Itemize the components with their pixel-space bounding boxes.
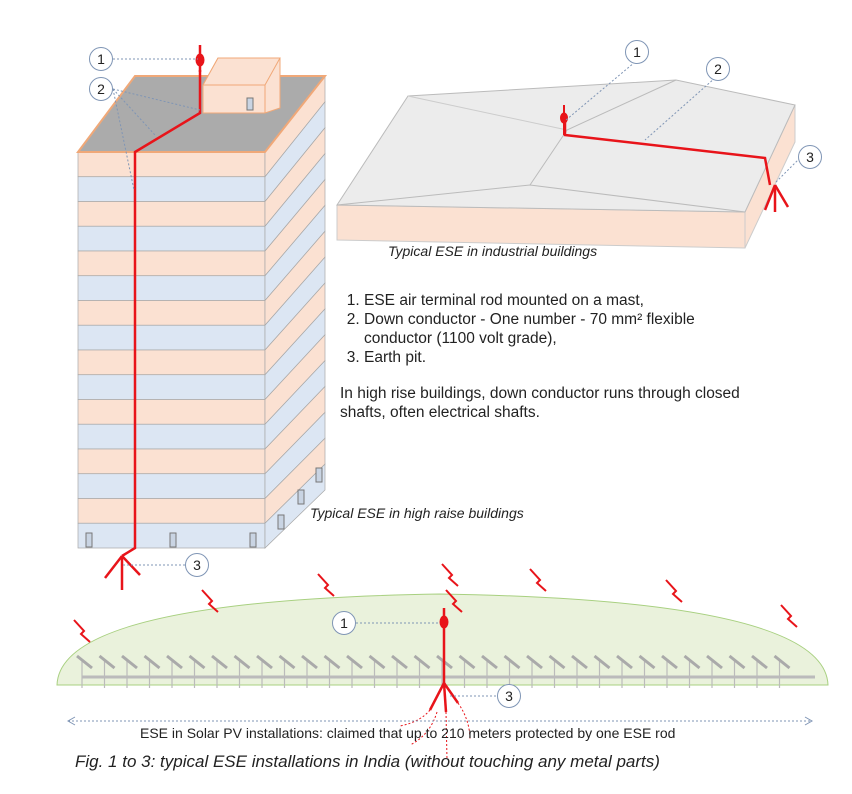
solar-caption: ESE in Solar PV installations: claimed t… bbox=[140, 725, 676, 741]
pv-panel bbox=[706, 654, 723, 670]
pv-panel bbox=[368, 654, 386, 670]
pv-panel bbox=[661, 654, 678, 670]
pv-panel bbox=[526, 654, 543, 670]
pv-panel bbox=[548, 654, 566, 670]
floor-band bbox=[77, 300, 266, 326]
lightning-bolt-icon bbox=[441, 563, 459, 587]
pv-panel bbox=[211, 654, 228, 670]
door bbox=[315, 467, 323, 483]
legend-note: In high rise buildings, down conductor r… bbox=[340, 385, 740, 421]
pv-panel bbox=[278, 654, 296, 670]
ese-rod-solar bbox=[439, 608, 449, 683]
door bbox=[249, 532, 257, 548]
legend-item: ESE air terminal rod mounted on a mast, bbox=[364, 291, 764, 310]
pv-panel bbox=[593, 654, 611, 670]
earth-pit-solar bbox=[428, 682, 460, 713]
leader-lines-highrise bbox=[112, 58, 201, 566]
pv-panel bbox=[76, 654, 93, 670]
earth-pit-highrise bbox=[104, 555, 141, 590]
callout-1-highrise: 1 bbox=[89, 47, 113, 71]
legend-item: Down conductor - One number - 70 mm² fle… bbox=[364, 310, 764, 348]
pv-panel bbox=[458, 654, 476, 670]
pv-panel bbox=[256, 654, 273, 670]
floor-band bbox=[77, 349, 266, 376]
floor-band bbox=[77, 151, 266, 178]
pv-panel bbox=[346, 654, 363, 670]
floor-band bbox=[77, 374, 266, 400]
callout-2-industrial: 2 bbox=[706, 57, 730, 81]
floor-band bbox=[77, 324, 266, 351]
floor-band bbox=[77, 176, 266, 202]
pv-panel bbox=[323, 654, 341, 670]
range-arrow bbox=[66, 716, 814, 726]
earth-dissipation-lines bbox=[399, 702, 471, 761]
pv-panel bbox=[638, 654, 656, 670]
callout-3-industrial: 3 bbox=[798, 145, 822, 169]
floor-band bbox=[77, 201, 266, 227]
highrise-caption: Typical ESE in high raise buildings bbox=[310, 505, 524, 521]
floor-band bbox=[77, 250, 266, 277]
pv-panel bbox=[98, 654, 116, 670]
industrial-building bbox=[336, 79, 796, 249]
pv-panel bbox=[481, 654, 498, 670]
lightning-bolt-icon bbox=[529, 568, 547, 592]
pv-panel bbox=[121, 654, 138, 670]
figure-caption: Fig. 1 to 3: typical ESE installations i… bbox=[75, 752, 660, 771]
industrial-caption: Typical ESE in industrial buildings bbox=[388, 243, 598, 259]
door bbox=[297, 489, 305, 505]
pv-panel bbox=[233, 654, 251, 670]
leader-lines-industrial bbox=[565, 61, 801, 183]
floor-band bbox=[77, 399, 266, 425]
pv-panel bbox=[301, 654, 318, 670]
pv-panel bbox=[751, 654, 768, 670]
legend-item: Earth pit. bbox=[364, 348, 764, 367]
floor-band bbox=[77, 423, 266, 450]
legend: ESE air terminal rod mounted on a mast, … bbox=[340, 291, 764, 422]
lightning-bolt-icon bbox=[665, 579, 683, 603]
pv-panel bbox=[188, 654, 206, 670]
pv-panel bbox=[413, 654, 431, 670]
earth-pit-industrial bbox=[763, 184, 790, 212]
leader-lines-solar bbox=[356, 622, 497, 697]
callout-1-industrial: 1 bbox=[625, 40, 649, 64]
floor-band bbox=[77, 473, 266, 499]
pv-array bbox=[76, 654, 791, 688]
penthouse bbox=[202, 57, 281, 114]
callout-3-highrise: 3 bbox=[185, 553, 209, 577]
lightning-bolt-icon bbox=[73, 619, 91, 643]
floor-band bbox=[77, 448, 266, 475]
lightning-bolt-icon bbox=[445, 589, 463, 613]
ese-rod-industrial bbox=[560, 105, 568, 135]
lightning-bolt-icon bbox=[317, 573, 335, 597]
pv-panel bbox=[773, 654, 791, 670]
pv-panel bbox=[143, 654, 161, 670]
pv-panel bbox=[728, 654, 746, 670]
pv-panel bbox=[571, 654, 588, 670]
callout-2-highrise: 2 bbox=[89, 77, 113, 101]
lightning-bolt-icon bbox=[780, 604, 798, 628]
pv-panel bbox=[166, 654, 183, 670]
floor-band bbox=[77, 225, 266, 252]
lightning-bolt-icon bbox=[201, 589, 219, 613]
lightning-strikes bbox=[73, 563, 798, 643]
down-conductor-highrise bbox=[121, 70, 202, 558]
high-rise-building bbox=[77, 74, 326, 549]
door bbox=[169, 532, 177, 548]
door bbox=[85, 532, 93, 548]
callout-1-solar: 1 bbox=[332, 611, 356, 635]
pv-panel bbox=[616, 654, 633, 670]
callout-3-solar: 3 bbox=[497, 684, 521, 708]
ese-rod-highrise bbox=[195, 45, 205, 72]
pv-panel bbox=[503, 654, 521, 670]
protection-zone bbox=[56, 593, 829, 686]
door bbox=[277, 514, 285, 530]
floor-band bbox=[77, 275, 266, 301]
floor-band bbox=[77, 498, 266, 524]
pv-panel bbox=[683, 654, 701, 670]
pv-panel bbox=[391, 654, 408, 670]
